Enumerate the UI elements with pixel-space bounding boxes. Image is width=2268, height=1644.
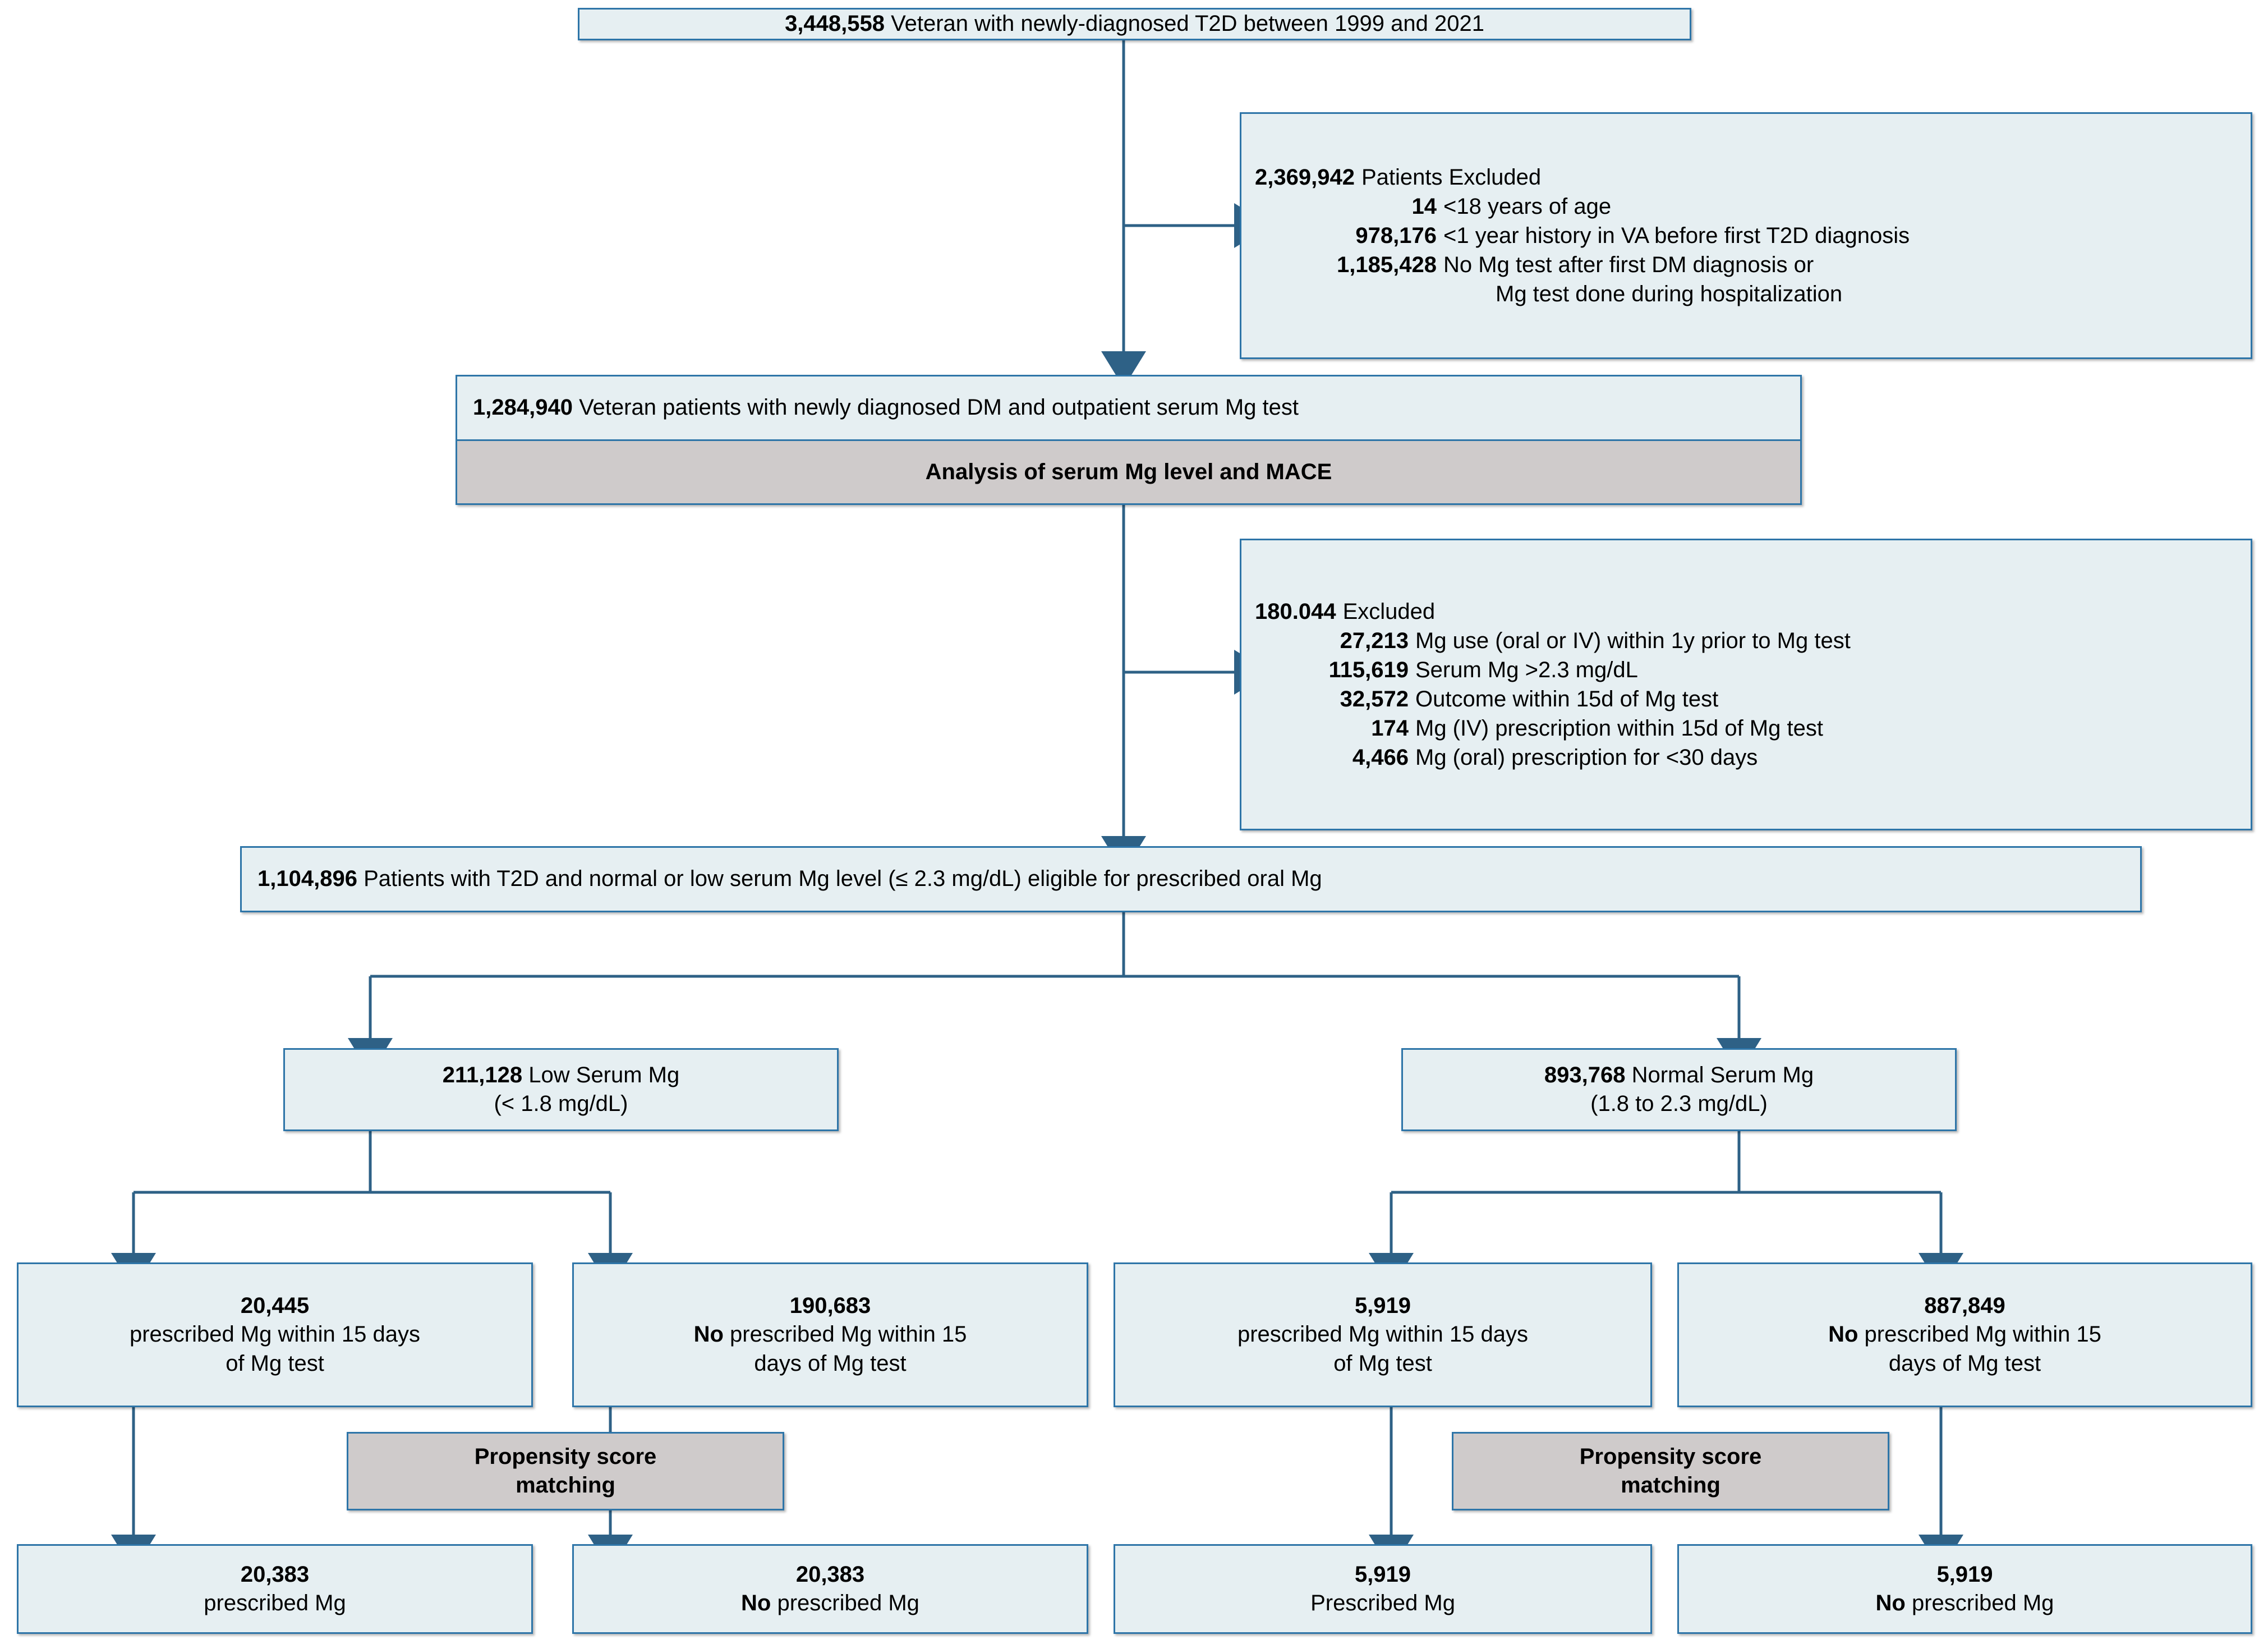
exclusion-1-list: 14 <18 years of age 978,176 <1 year hist… [1255, 192, 2239, 309]
node-normal-treated: 5,919 prescribed Mg within 15 days of Mg… [1114, 1262, 1652, 1407]
node-cohort-eligible: 1,104,896 Patients with T2D and normal o… [240, 846, 2142, 912]
node-low-serum-mg: 211,128 Low Serum Mg (< 1.8 mg/dL) [283, 1048, 839, 1131]
cohort-total-text: 3,448,558 Veteran with newly-diagnosed T… [785, 11, 1484, 36]
node-low-treated: 20,445 prescribed Mg within 15 days of M… [17, 1262, 533, 1407]
node-cohort-mg-test: 1,284,940 Veteran patients with newly di… [456, 375, 1802, 505]
exclusion-1-item: 1,185,428 No Mg test after first DM diag… [1337, 252, 1814, 277]
exclusion-1-header: 2,369,942 Patients Excluded [1255, 165, 1542, 190]
exclusion-2-list: 27,213 Mg use (oral or IV) within 1y pri… [1255, 626, 2239, 772]
node-exclusion-1: 2,369,942 Patients Excluded 14 <18 years… [1240, 112, 2252, 359]
node-exclusion-2: 180.044 Excluded 27,213 Mg use (oral or … [1240, 539, 2252, 830]
node-cohort-total: 3,448,558 Veteran with newly-diagnosed T… [578, 8, 1691, 40]
exclusion-2-item: 4,466 Mg (oral) prescription for <30 day… [1352, 745, 1758, 770]
node-propensity-score-matching-low: Propensity score matching [347, 1432, 784, 1510]
analysis-banner: Analysis of serum Mg level and MACE [456, 441, 1802, 505]
node-matched-normal-untreated: 5,919 No prescribed Mg [1677, 1544, 2252, 1634]
node-matched-low-untreated: 20,383 No prescribed Mg [572, 1544, 1088, 1634]
exclusion-1-item: 14 <18 years of age [1411, 194, 1612, 219]
exclusion-1-item: 978,176 <1 year history in VA before fir… [1355, 223, 1910, 248]
node-matched-normal-treated: 5,919 Prescribed Mg [1114, 1544, 1652, 1634]
cohort-mg-test-text: 1,284,940 Veteran patients with newly di… [456, 375, 1802, 441]
node-normal-serum-mg: 893,768 Normal Serum Mg (1.8 to 2.3 mg/d… [1401, 1048, 1957, 1131]
exclusion-2-item: 32,572 Outcome within 15d of Mg test [1340, 687, 1719, 711]
exclusion-2-item: 174 Mg (IV) prescription within 15d of M… [1371, 716, 1823, 741]
node-matched-low-treated: 20,383 prescribed Mg [17, 1544, 533, 1634]
node-normal-untreated: 887,849 No prescribed Mg within 15 days … [1677, 1262, 2252, 1407]
exclusion-1-item: Mg test done during hospitalization [1496, 282, 1843, 306]
exclusion-2-header: 180.044 Excluded [1255, 599, 1436, 624]
exclusion-2-item: 115,619 Serum Mg >2.3 mg/dL [1328, 658, 1638, 682]
exclusion-2-item: 27,213 Mg use (oral or IV) within 1y pri… [1340, 628, 1851, 653]
cohort-eligible-text: 1,104,896 Patients with T2D and normal o… [257, 866, 1322, 892]
node-low-untreated: 190,683 No prescribed Mg within 15 days … [572, 1262, 1088, 1407]
node-propensity-score-matching-normal: Propensity score matching [1452, 1432, 1889, 1510]
